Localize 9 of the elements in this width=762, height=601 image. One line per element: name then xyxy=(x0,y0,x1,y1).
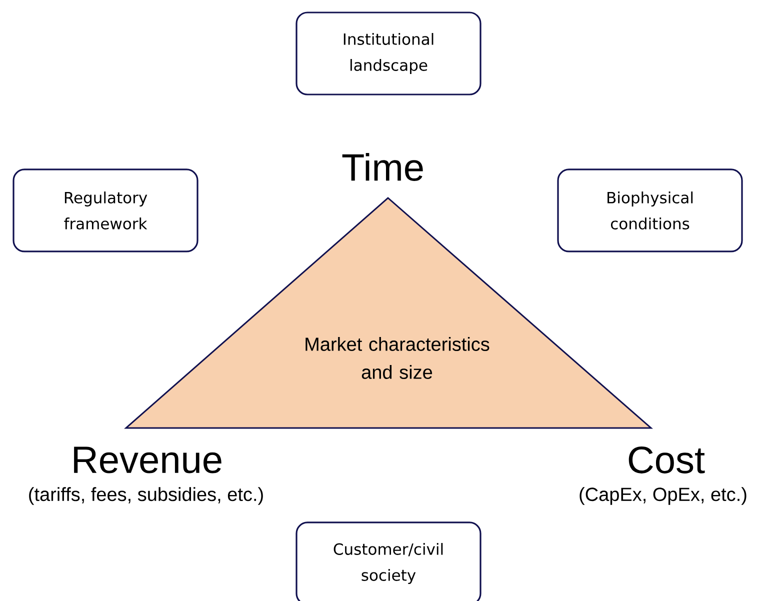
corner-note: (CapEx, OpEx, etc.) xyxy=(580,487,746,505)
corner-label: Revenue xyxy=(74,446,222,474)
rounded-box: Customer/civil society xyxy=(296,522,482,601)
rounded-box: Institutional landscape xyxy=(296,12,482,96)
corner-label: Cost xyxy=(628,446,705,474)
corner-label: Time xyxy=(342,153,423,181)
corner-note: (tariffs, fees, subsidies, etc.) xyxy=(29,487,263,505)
rounded-box: Biophysical conditions xyxy=(557,168,743,252)
rounded-box: Regulatory framework xyxy=(12,168,198,252)
